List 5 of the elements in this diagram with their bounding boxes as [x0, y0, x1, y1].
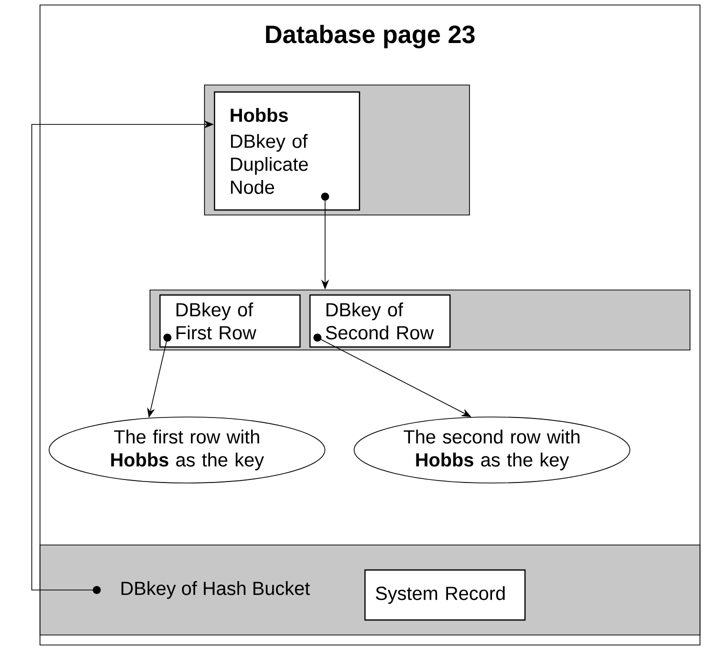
record-box: DBkey of First Row [159, 294, 301, 348]
field-label: DBkey of Hash Bucket [122, 581, 310, 599]
record-box: DBkey of Second Row [309, 294, 451, 348]
record-box: System Record [364, 569, 526, 621]
record-box: Hobbs DBkey of Duplicate Node [214, 91, 360, 211]
